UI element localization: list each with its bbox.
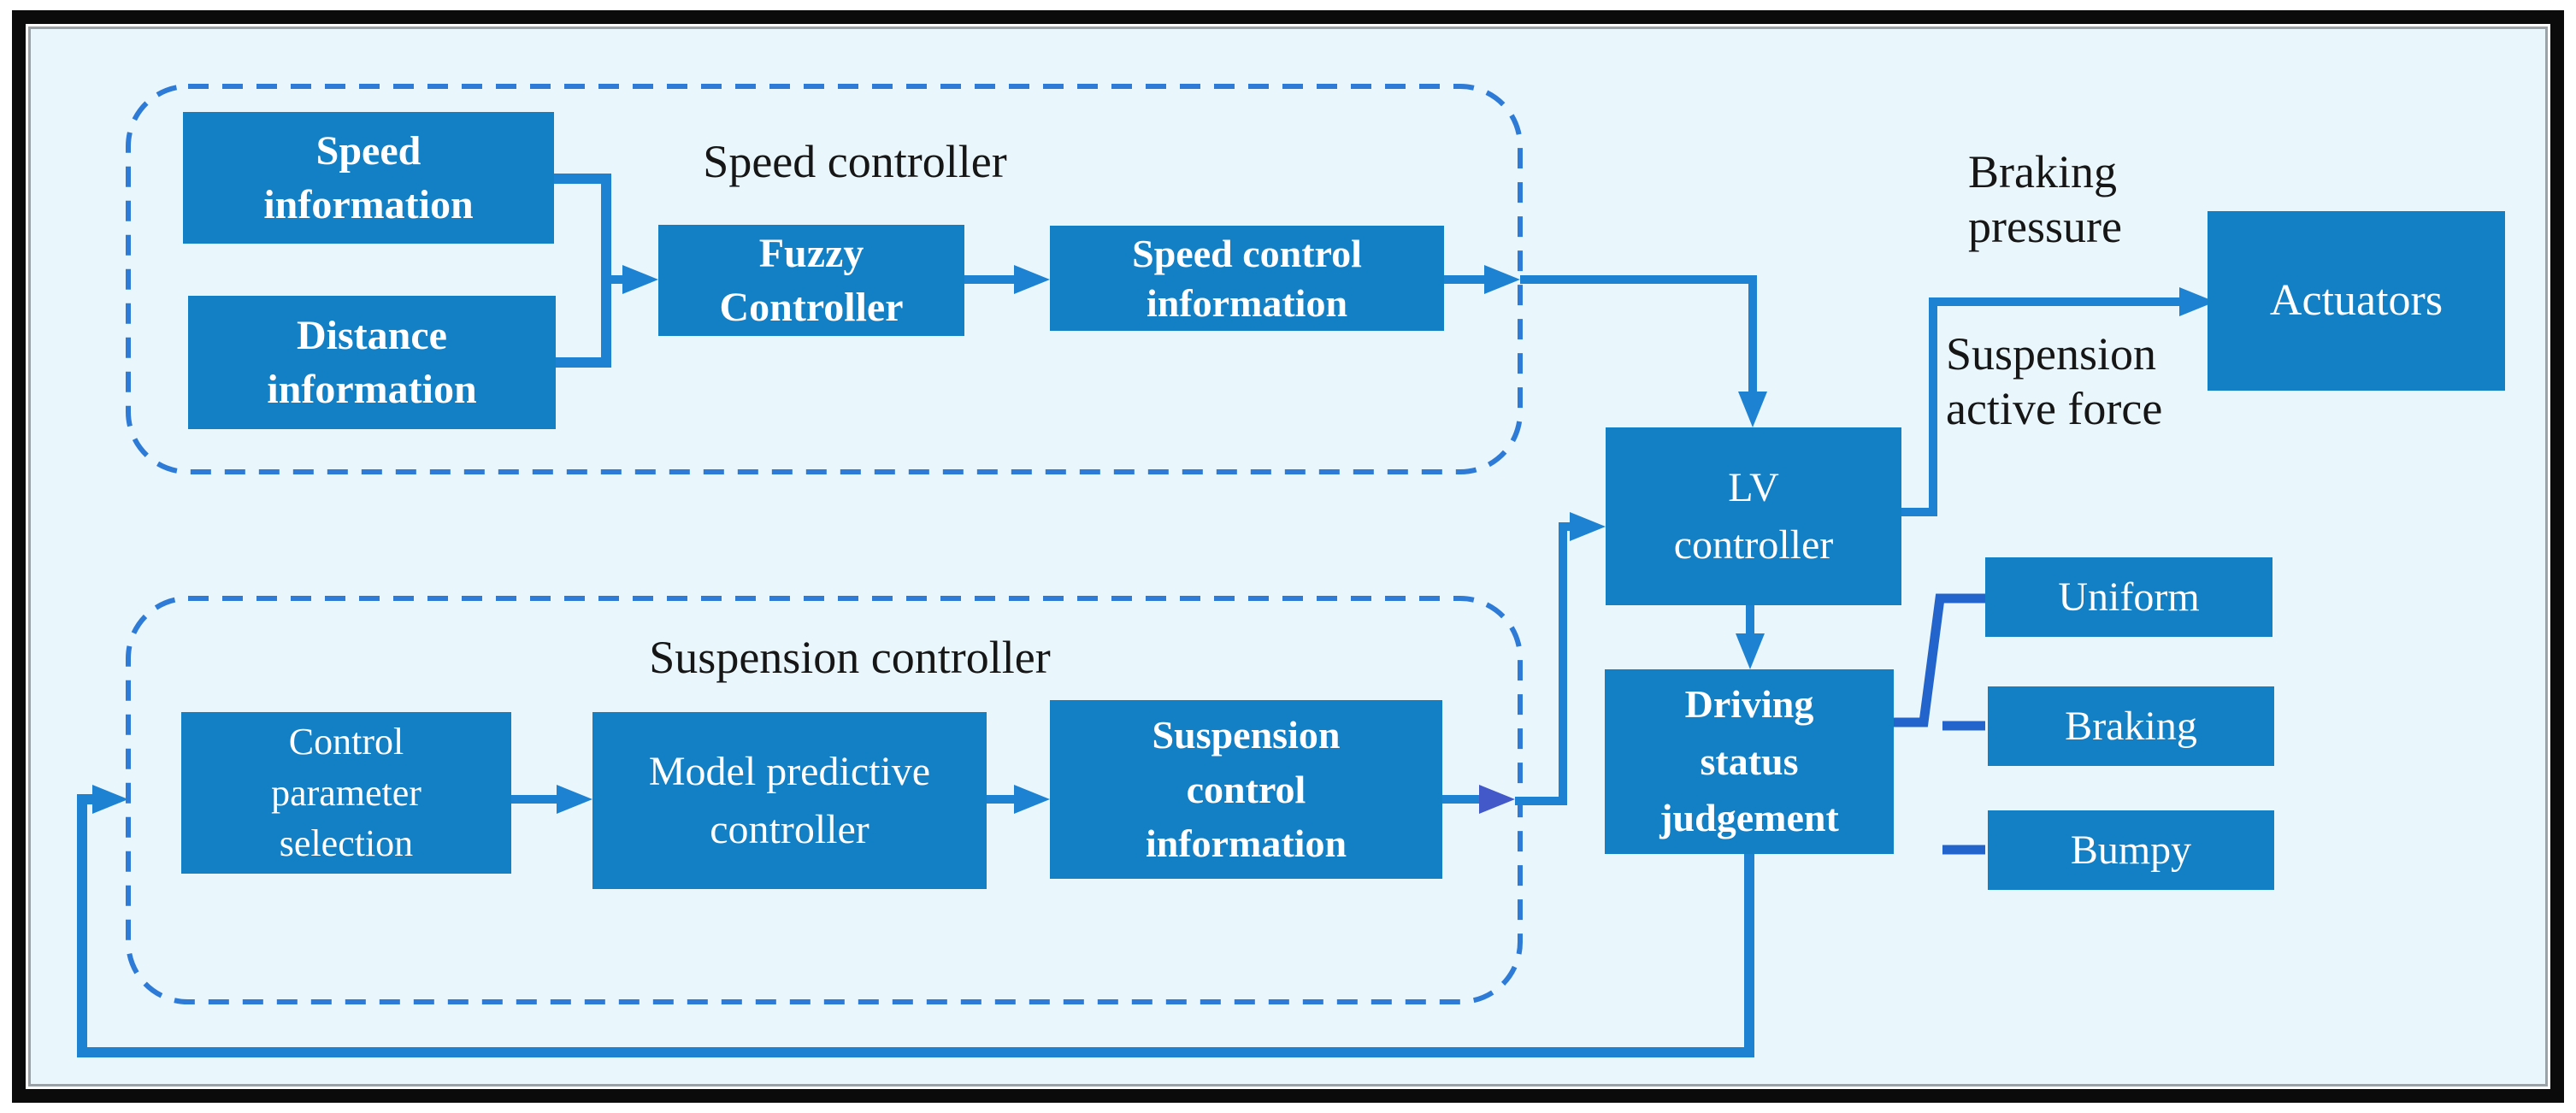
node-status-braking: Braking [1988, 686, 2274, 766]
edge-lv-to-actuators [1901, 297, 2183, 516]
node-actuators: Actuators [2208, 211, 2505, 391]
node-status-bumpy: Bumpy [1988, 810, 2274, 890]
speed-controller-group-label: Speed controller [703, 136, 1007, 187]
arrowhead-into-speed-control-info [1014, 265, 1050, 294]
braking-pressure-label: Braking pressure [1968, 146, 2122, 252]
edge-speed-to-lv [1520, 275, 1757, 395]
suspension-active-force-label: Suspension active force [1946, 328, 2163, 434]
arrowhead-at-suspension-group-border [1479, 785, 1515, 814]
node-speed-control-information: Speed control information [1050, 226, 1444, 331]
suspension-controller-group-label: Suspension controller [649, 632, 1051, 683]
node-driving-status-judgement: Driving status judgement [1605, 669, 1894, 854]
node-model-predictive-controller: Model predictive controller [592, 712, 987, 889]
node-fuzzy-controller: Fuzzy Controller [658, 225, 964, 336]
arrowhead-into-susp-control-info [1014, 785, 1050, 814]
arrowhead-into-lv-left [1570, 512, 1606, 541]
arrowhead-into-mpc [557, 785, 592, 814]
edge-suspension-to-lv [1515, 522, 1573, 805]
edge-judgement-to-uniform [1894, 593, 1985, 727]
edge-info-bus [554, 174, 611, 368]
arrowhead-into-judgement [1736, 633, 1765, 669]
node-suspension-control-information: Suspension control information [1050, 700, 1442, 879]
node-status-uniform: Uniform [1985, 557, 2272, 637]
arrowhead-into-fuzzy [622, 265, 658, 294]
arrowhead-into-lv-top [1738, 392, 1767, 427]
node-distance-information: Distance information [188, 296, 556, 429]
node-control-parameter-selection: Control parameter selection [181, 712, 511, 874]
arrowhead-at-speed-group-border [1484, 265, 1520, 294]
arrowhead-into-actuators [2179, 287, 2215, 316]
speed-controller-group-border [126, 84, 1523, 474]
arrowhead-feedback-into-suspension-group [92, 785, 128, 814]
node-speed-information: Speed information [183, 112, 554, 244]
edge-feedback-loop [77, 794, 1754, 1057]
node-lv-controller: LV controller [1606, 427, 1901, 605]
